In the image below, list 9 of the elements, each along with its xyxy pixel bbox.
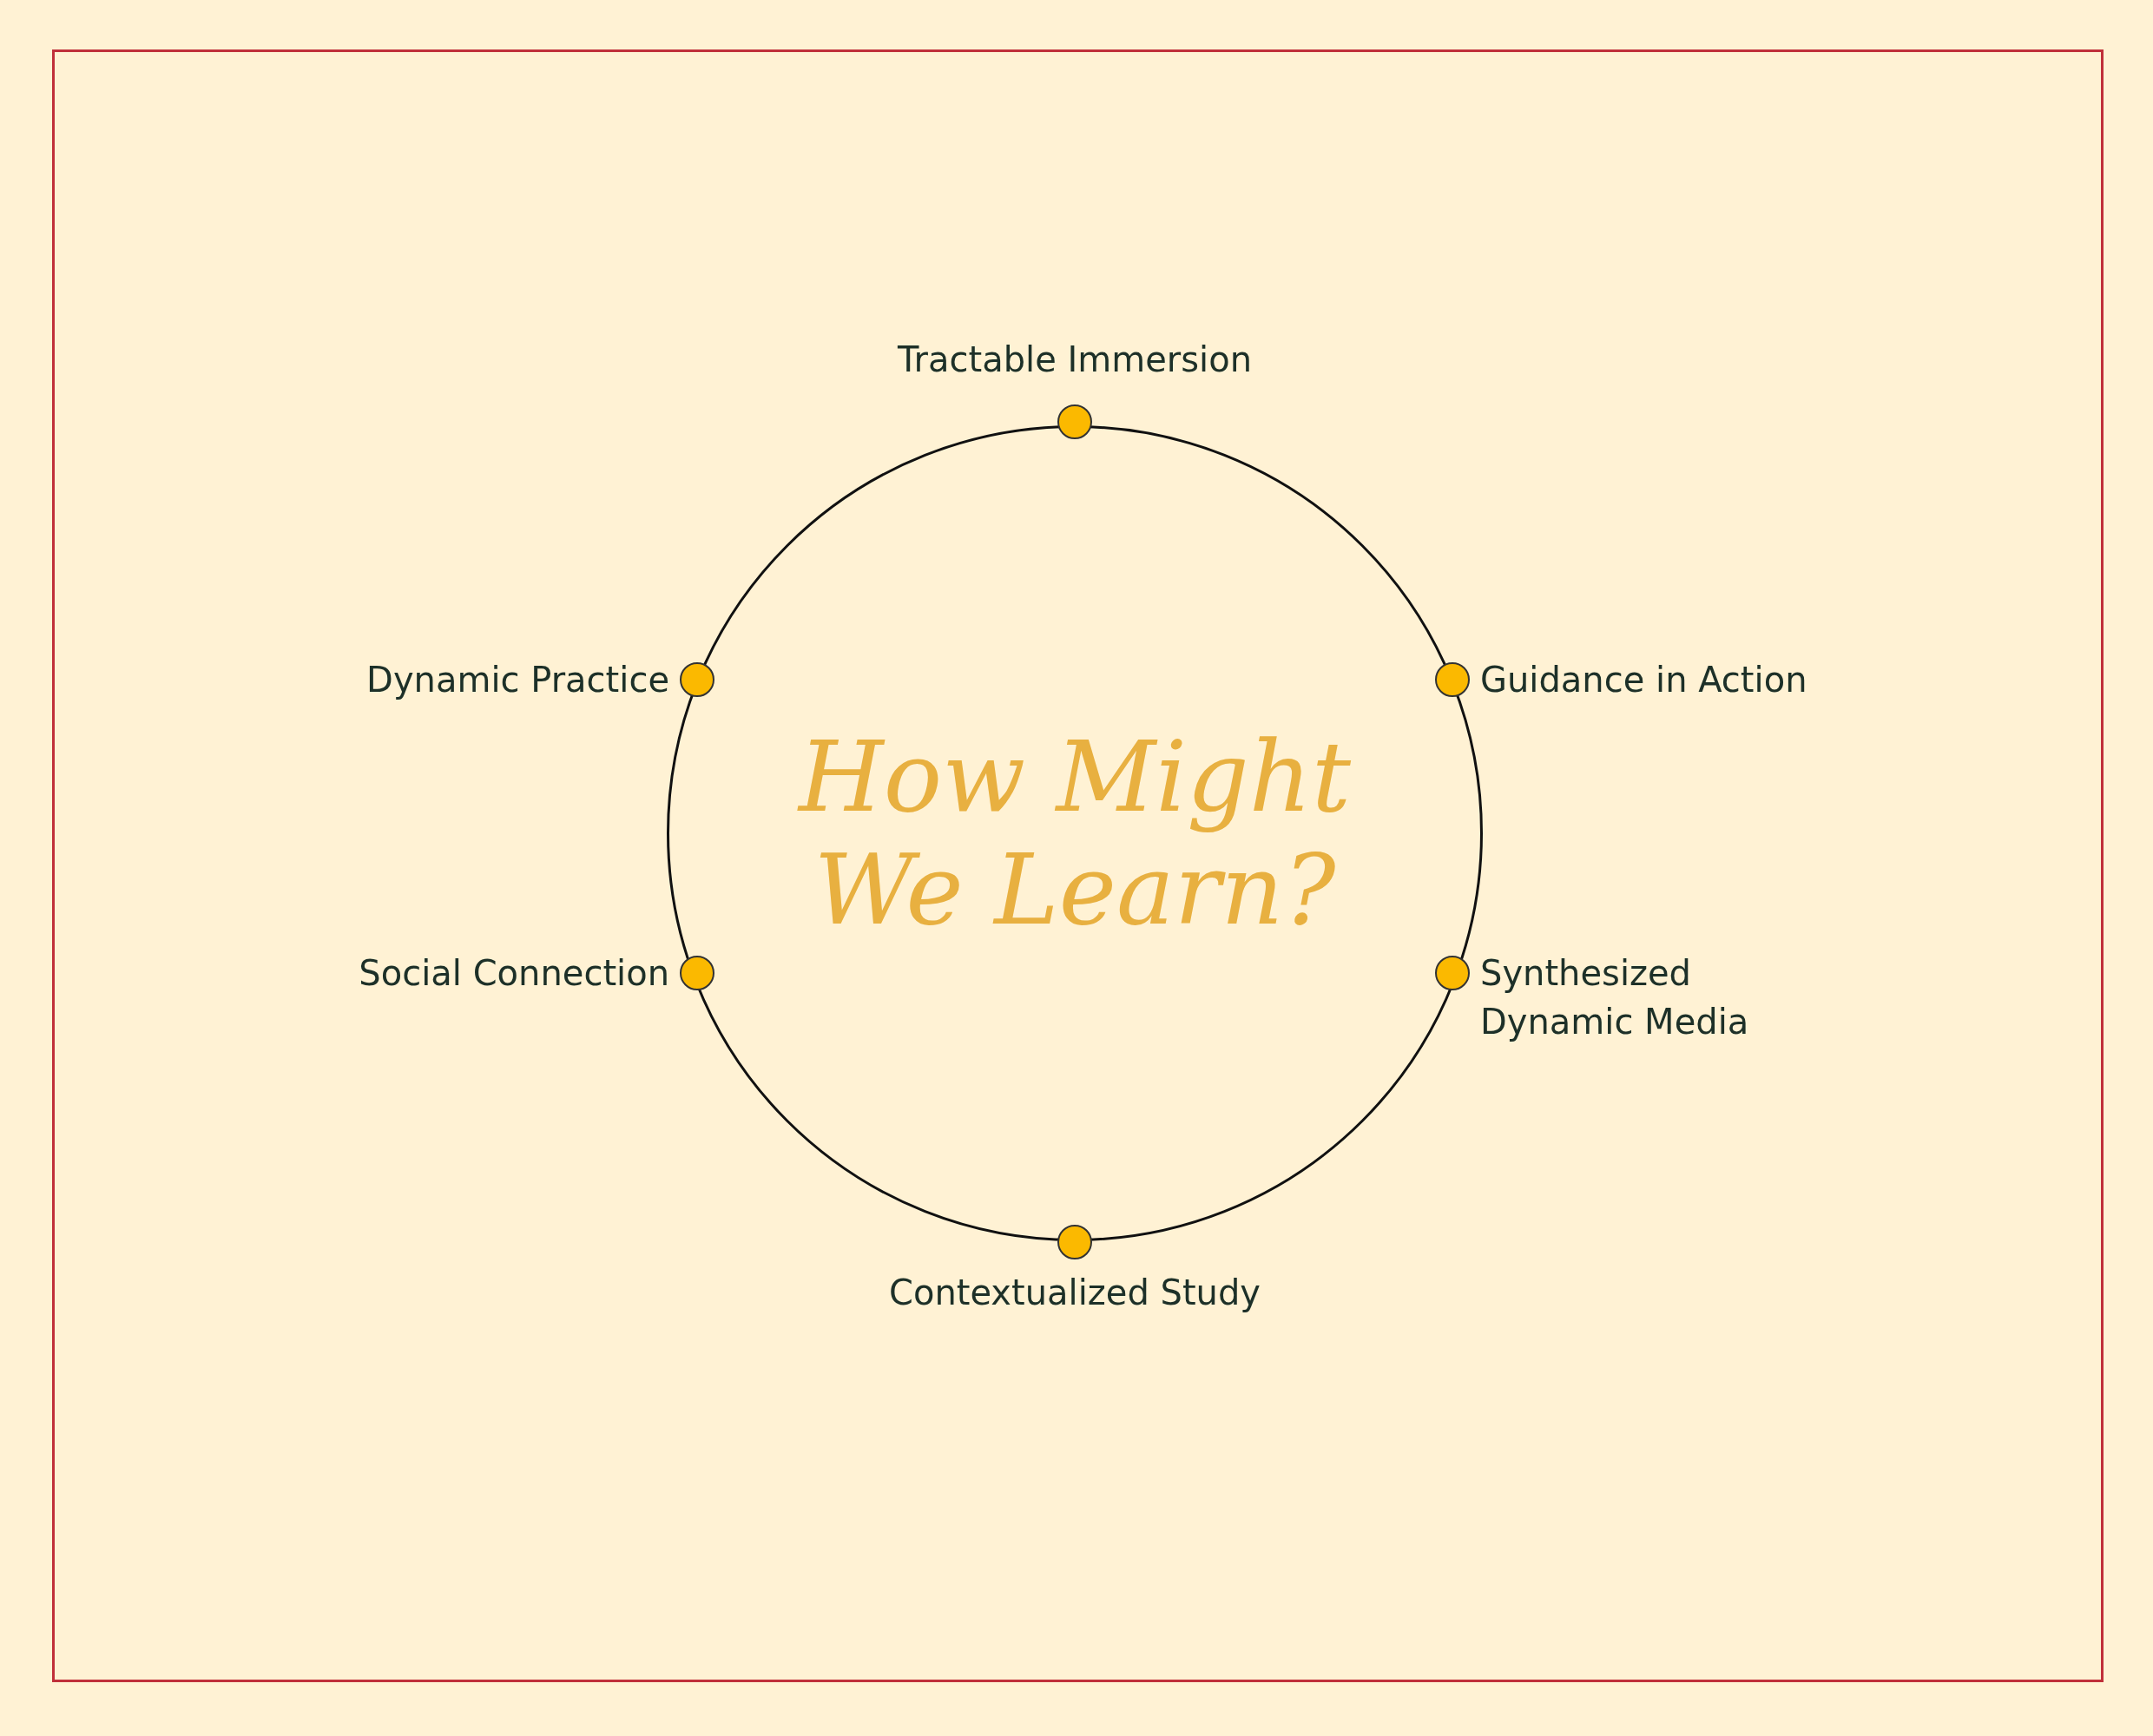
node-label: Tractable Immersion <box>896 339 1254 381</box>
dot-marker <box>1057 1225 1092 1259</box>
title-text: How Might We Learn? <box>796 720 1352 946</box>
dot-marker <box>1057 404 1092 439</box>
node-label: Social Connection <box>359 952 669 995</box>
node-label: Guidance in Action <box>1480 659 1808 701</box>
node-label: Contextualized Study <box>888 1272 1261 1314</box>
node-label: Dynamic Practice <box>366 659 669 701</box>
node-label: Synthesized Dynamic Media <box>1480 952 1750 1043</box>
